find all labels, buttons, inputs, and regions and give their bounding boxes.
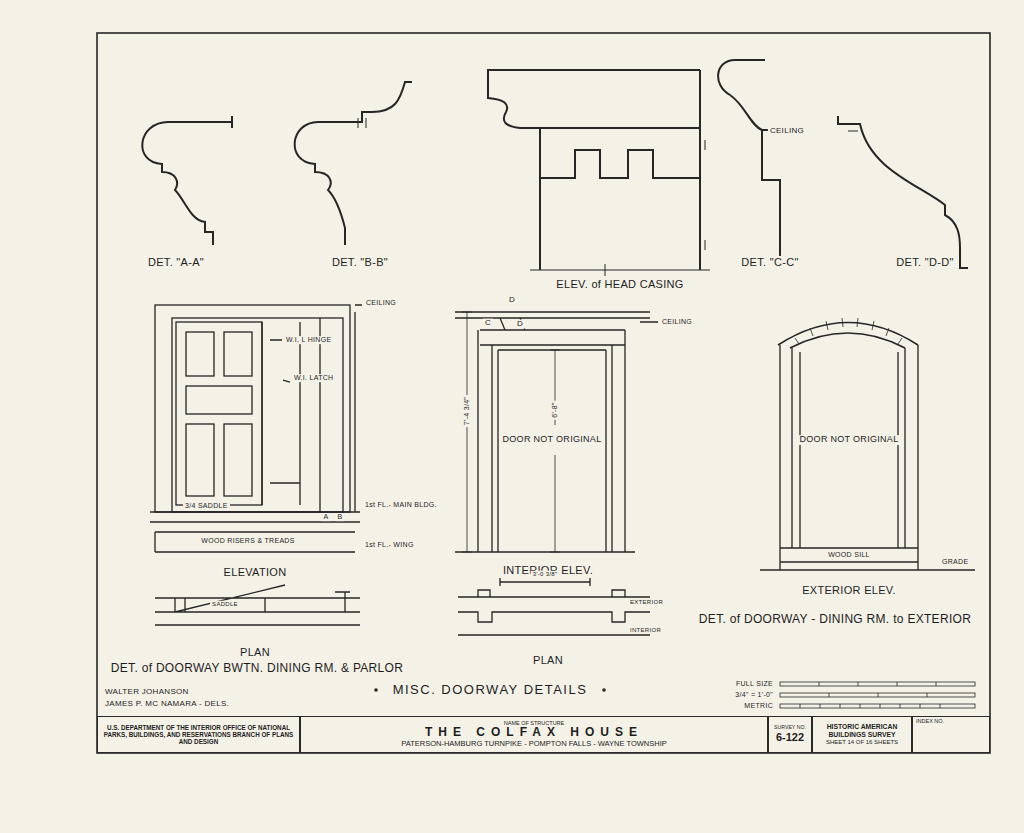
title-block-text: SURVEY NO. xyxy=(774,725,806,731)
delineator-name: WALTER JOHANSON xyxy=(103,688,191,697)
profile-b-b-line xyxy=(358,118,366,128)
doorway-elevation-line xyxy=(172,318,343,512)
title-block-text: HISTORIC AMERICAN BUILDINGS SURVEY xyxy=(816,723,908,739)
profile-b-b xyxy=(295,82,412,245)
head-casing-elevation xyxy=(488,70,710,276)
sheet-border xyxy=(97,33,990,753)
section-mark: B xyxy=(336,513,345,521)
head-casing-elevation-line xyxy=(530,140,710,276)
exterior-elevation-line xyxy=(760,345,975,570)
scale-bars-line xyxy=(780,704,975,708)
doorway-elevation-line xyxy=(150,305,362,552)
section-mark: C xyxy=(483,319,493,328)
index-cell: INDEX NO. xyxy=(912,716,990,753)
detail-label: DET. "A-A" xyxy=(146,256,206,268)
note-label: CEILING xyxy=(768,127,806,136)
scale-label: METRIC xyxy=(742,702,775,710)
exterior-elevation-line xyxy=(778,323,918,349)
delineator-name: JAMES P. MC NAMARA - DELS. xyxy=(103,700,231,709)
profile-a-a-line xyxy=(142,116,232,245)
view-label: ELEVATION xyxy=(222,566,289,578)
note-label: WOOD SILL xyxy=(826,551,872,559)
view-label: EXTERIOR ELEV. xyxy=(800,584,898,596)
note-label: DOOR NOT ORIGINAL xyxy=(798,435,901,445)
note-label: CEILING xyxy=(364,299,398,307)
scale-bars xyxy=(780,682,975,708)
scale-label: 3/4" = 1'-0" xyxy=(733,691,775,699)
doorway-elevation-line xyxy=(262,318,320,512)
scale-bars-line xyxy=(800,682,940,708)
note-label: 3/4 SADDLE xyxy=(183,502,230,510)
note-label: EXTERIOR xyxy=(628,599,665,606)
dimension: 3'-0 3/8" xyxy=(531,571,560,578)
note-label: WOOD RISERS & TREADS xyxy=(199,537,296,545)
profile-c-c xyxy=(718,60,780,268)
title-block-text: THE COLFAX HOUSE xyxy=(425,726,643,740)
detail-label: ELEV. of HEAD CASING xyxy=(554,278,685,290)
note-label: 1st FL.- MAIN BLDG. xyxy=(363,501,439,509)
title-block-text: INDEX NO. xyxy=(916,718,944,724)
scale-label: FULL SIZE xyxy=(734,680,775,688)
section-mark: D xyxy=(515,320,525,329)
sheet-caption: DET. of DOORWAY BWTN. DINING RM. & PARLO… xyxy=(109,662,405,675)
view-label: PLAN xyxy=(531,654,565,666)
exterior-elevation xyxy=(760,318,975,570)
agency-cell: U.S. DEPARTMENT OF THE INTERIOR OFFICE O… xyxy=(97,716,300,753)
structure-name-cell: NAME OF STRUCTURETHE COLFAX HOUSEPATERSO… xyxy=(300,716,768,753)
view-label: PLAN xyxy=(238,646,272,658)
profile-d-d-line xyxy=(838,116,968,268)
detail-label: DET. "D-D" xyxy=(894,256,955,268)
title-block-text: U.S. DEPARTMENT OF THE INTERIOR OFFICE O… xyxy=(101,724,296,746)
exterior-elevation-line xyxy=(795,318,902,344)
scale-bars-line xyxy=(780,693,975,697)
doorway-elevation-line xyxy=(155,305,350,512)
interior-elevation xyxy=(455,312,658,552)
dimension: 6'-8" xyxy=(551,400,559,419)
doorway-plan xyxy=(155,585,360,625)
profile-c-c-line xyxy=(718,60,780,268)
doorway-elevation-line xyxy=(186,332,214,376)
hardware-label: W.I. LATCH xyxy=(292,374,335,382)
doorway-elevation-line xyxy=(186,424,214,496)
note-label: SADDLE xyxy=(210,601,240,608)
profile-b-b-line xyxy=(295,82,412,245)
head-casing-elevation-line xyxy=(488,70,700,270)
detail-label: DET. "C-C" xyxy=(739,256,800,268)
survey-cell: HISTORIC AMERICAN BUILDINGS SURVEYSHEET … xyxy=(812,716,912,753)
scale-bars-line xyxy=(780,682,975,686)
hardware-label: W.I. L HINGE xyxy=(284,336,333,344)
survey-number-cell: SURVEY NO.6-122 xyxy=(768,716,812,753)
interior-elevation-line xyxy=(462,312,560,552)
doorway-elevation-line xyxy=(224,424,252,496)
note-label: 1st FL.- WING xyxy=(363,541,416,549)
title-block-text: PATERSON-HAMBURG TURNPIKE - POMPTON FALL… xyxy=(401,740,666,749)
section-mark: D xyxy=(507,296,517,305)
sheet-caption: DET. of DOORWAY - DINING RM. to EXTERIOR xyxy=(697,613,973,626)
detail-label: DET. "B-B" xyxy=(330,256,390,268)
interior-elevation-line xyxy=(455,312,658,552)
profile-d-d xyxy=(838,116,968,268)
note-label: DOOR NOT ORIGINAL xyxy=(501,435,604,445)
doorway-elevation-line xyxy=(224,332,252,376)
dimension: 7'-4 3/4" xyxy=(463,395,471,427)
doorway-plan-line xyxy=(155,585,360,625)
interior-plan-line xyxy=(458,578,650,635)
sheet-title: MISC. DOORWAY DETAILS xyxy=(391,683,590,697)
doorway-elevation-line xyxy=(176,322,262,505)
title-block-text: SHEET 14 OF 16 SHEETS xyxy=(826,739,898,746)
note-label: CEILING xyxy=(660,318,694,326)
doorway-elevation xyxy=(150,305,362,552)
title-bullets-line xyxy=(374,688,378,692)
profile-d-d-line xyxy=(848,131,858,132)
interior-plan xyxy=(458,578,650,635)
section-mark: A xyxy=(322,513,331,521)
doorway-elevation-line xyxy=(186,386,252,414)
sheet-border-line xyxy=(97,33,990,753)
note-label: INTERIOR xyxy=(628,627,663,634)
title-block-text: 6-122 xyxy=(776,731,804,744)
note-label: GRADE xyxy=(940,558,970,566)
profile-a-a xyxy=(142,116,232,245)
title-bullets-line xyxy=(602,688,606,692)
